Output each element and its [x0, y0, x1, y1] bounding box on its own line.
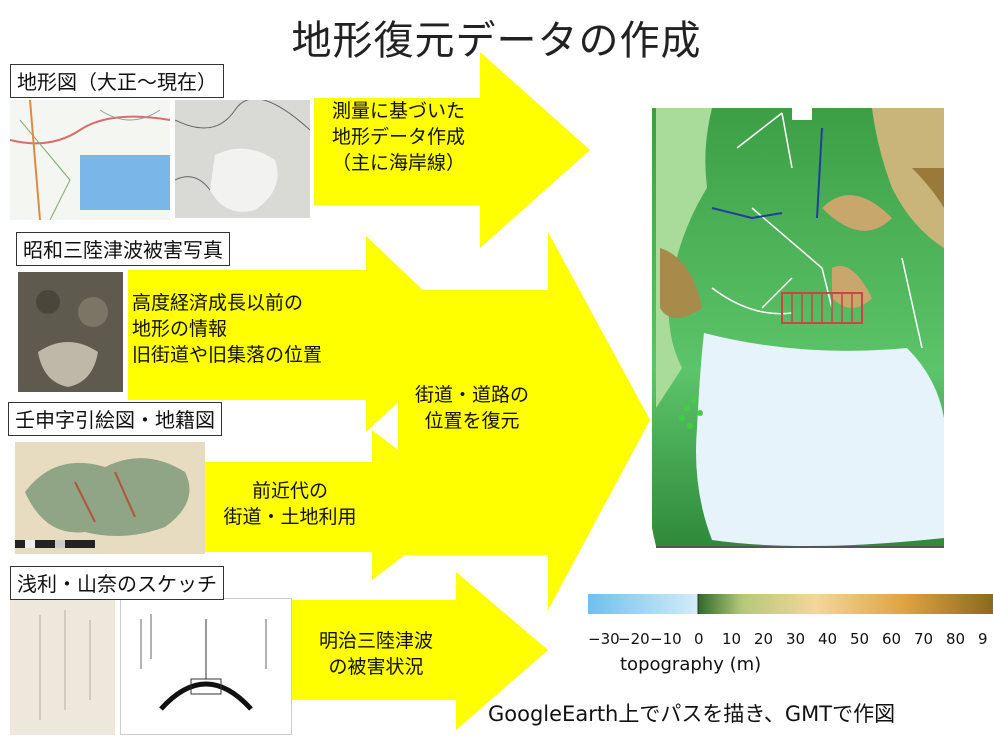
- topographic-map-modern: [10, 100, 170, 220]
- arrow-text-line: （主に海岸線）: [332, 152, 466, 174]
- arrow-text-line: 地形の情報: [132, 318, 228, 340]
- footer-note: GoogleEarth上でパスを描き、GMTで作図: [488, 702, 896, 726]
- arrow-text-line: 測量に基づいた: [332, 100, 466, 122]
- colorbar-tick: 0: [694, 630, 704, 648]
- arrow-text-photo: 高度経済成長以前の 地形の情報 旧街道や旧集落の位置: [132, 290, 322, 368]
- arrow-photo: [128, 236, 470, 432]
- arrow-text-line: 街道・道路の: [414, 384, 529, 406]
- arrow-text-line: 旧街道や旧集落の位置: [132, 344, 323, 366]
- arrow-text-cadastral: 前近代の 街道・土地利用: [210, 478, 370, 530]
- source-label-sketch: 浅利・山奈のスケッチ: [10, 566, 224, 600]
- topography-map: [652, 108, 948, 552]
- arrow-sketch: [292, 572, 548, 730]
- colorbar-tick: −30: [588, 630, 620, 648]
- arrow-text-line: 地形データ作成: [332, 126, 466, 148]
- arrow-text-line: の被害状況: [328, 656, 424, 678]
- source-label-photo: 昭和三陸津波被害写真: [16, 232, 230, 266]
- page-title: 地形復元データの作成: [291, 18, 702, 64]
- arrow-text-line: 位置を復元: [424, 410, 520, 432]
- tsunami-damage-photo: [18, 272, 123, 392]
- colorbar-tick: 10: [722, 630, 742, 648]
- colorbar-tick: −20: [618, 630, 650, 648]
- colorbar-tick: 70: [914, 630, 934, 648]
- colorbar-tick: 80: [946, 630, 966, 648]
- colorbar-tick: −10: [650, 630, 682, 648]
- sketch-image-2: [120, 598, 292, 735]
- colorbar: [588, 594, 993, 614]
- colorbar-ticks: −30 −20 −10 0 10 20 30 40 50 60 70 80 9: [588, 630, 993, 650]
- colorbar-label: topography (m): [620, 654, 762, 675]
- arrow-text-merge: 街道・道路の 位置を復元: [402, 382, 542, 434]
- colorbar-tick: 60: [882, 630, 902, 648]
- arrow-text-line: 街道・土地利用: [223, 506, 357, 528]
- source-label-topo-map: 地形図（大正～現在）: [10, 64, 224, 98]
- colorbar-tick: 40: [818, 630, 838, 648]
- source-label-cadastral: 壬申字引絵図・地籍図: [8, 402, 222, 436]
- colorbar-tick: 50: [850, 630, 870, 648]
- topographic-map-old: [175, 100, 310, 218]
- arrow-text-line: 高度経済成長以前の: [132, 292, 304, 314]
- arrow-text-sketch: 明治三陸津波 の被害状況: [296, 628, 456, 680]
- arrow-text-line: 明治三陸津波: [318, 630, 433, 652]
- cadastral-map-image: [15, 442, 205, 554]
- colorbar-tick: 20: [754, 630, 774, 648]
- arrow-cadastral: [205, 430, 470, 580]
- arrow-text-line: 前近代の: [251, 480, 328, 502]
- arrow-text-survey: 測量に基づいた 地形データ作成 （主に海岸線）: [332, 98, 465, 176]
- arrow-survey: [314, 52, 590, 248]
- sketch-image-1: [10, 600, 115, 735]
- colorbar-tick: 30: [786, 630, 806, 648]
- colorbar-tick: 9: [978, 630, 988, 648]
